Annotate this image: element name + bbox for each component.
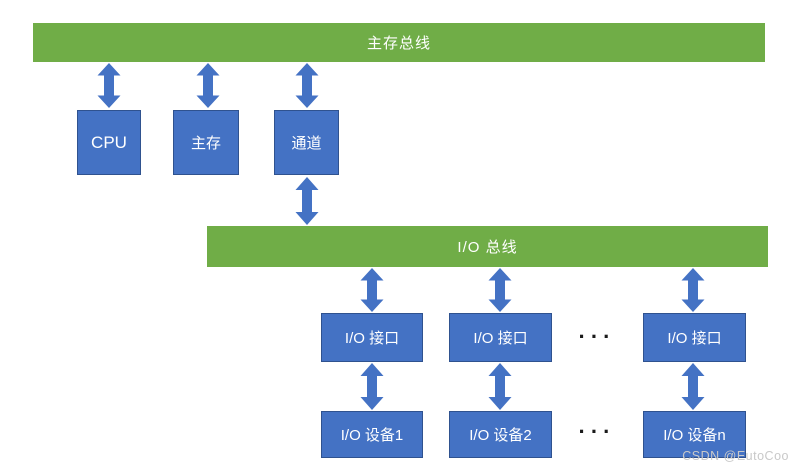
io-interface-box-n: I/O 接口 bbox=[643, 313, 746, 362]
double-arrow-iobus-interface-n bbox=[681, 268, 705, 312]
io-interface-box-2: I/O 接口 bbox=[449, 313, 552, 362]
double-arrow-bus-memory bbox=[196, 63, 220, 108]
io-device-label-n: I/O 设备n bbox=[663, 427, 726, 444]
double-arrow-iobus-interface-1 bbox=[360, 268, 384, 312]
cpu-box: CPU bbox=[77, 110, 141, 175]
io-device-box-2: I/O 设备2 bbox=[449, 411, 552, 458]
cpu-label: CPU bbox=[91, 132, 127, 152]
io-device-box-n: I/O 设备n bbox=[643, 411, 746, 458]
main-memory-box: 主存 bbox=[173, 110, 239, 175]
double-arrow-channel-iobus bbox=[295, 177, 319, 225]
io-device-label-1: I/O 设备1 bbox=[340, 427, 404, 444]
main-memory-label: 主存 bbox=[190, 135, 221, 152]
main-memory-bus-bar: 主存总线 bbox=[33, 23, 765, 62]
ellipsis-devices: ··· bbox=[578, 419, 616, 444]
io-interface-label-1: I/O 接口 bbox=[344, 330, 400, 347]
ellipsis-interfaces: ··· bbox=[578, 324, 616, 349]
watermark: CSDN @EutoCoo bbox=[682, 449, 789, 463]
io-bus-bar: I/O 总线 bbox=[207, 226, 768, 267]
double-arrow-bus-cpu bbox=[97, 63, 121, 108]
double-arrow-interface-device-1 bbox=[360, 363, 384, 410]
io-interface-label-2: I/O 接口 bbox=[473, 330, 528, 347]
io-bus-label: I/O 总线 bbox=[457, 239, 518, 256]
double-arrow-interface-device-n bbox=[681, 363, 705, 410]
io-interface-label-n: I/O 接口 bbox=[667, 330, 722, 347]
double-arrow-interface-device-2 bbox=[488, 363, 512, 410]
channel-label: 通道 bbox=[291, 135, 322, 152]
io-interface-box-1: I/O 接口 bbox=[321, 313, 423, 362]
double-arrow-iobus-interface-2 bbox=[488, 268, 512, 312]
main-memory-bus-label: 主存总线 bbox=[366, 35, 431, 52]
io-device-label-2: I/O 设备2 bbox=[469, 427, 532, 444]
io-device-box-1: I/O 设备1 bbox=[321, 411, 423, 458]
double-arrow-bus-channel bbox=[295, 63, 319, 108]
channel-box: 通道 bbox=[274, 110, 339, 175]
